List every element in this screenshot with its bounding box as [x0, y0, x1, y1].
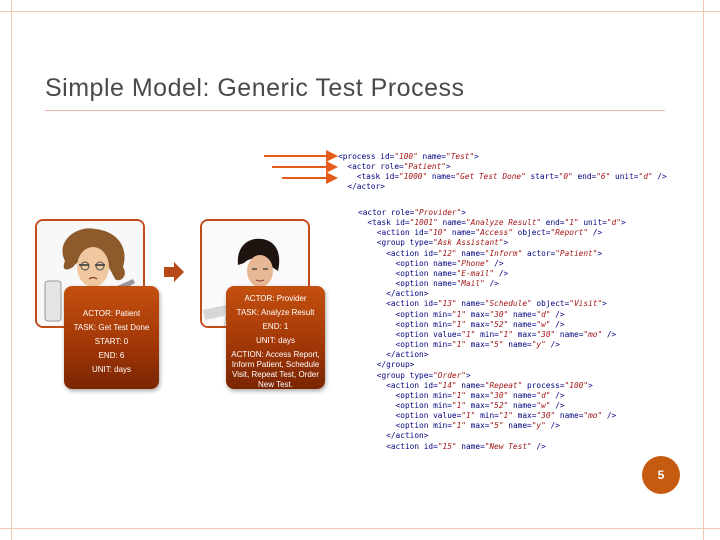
xml-code-block-provider: <actor role="Provider"> <task id="1001" … [358, 208, 626, 452]
xml-code-block-process: <process id="100" name="Test"> <actor ro… [338, 152, 667, 193]
code-line: <task id="1001" name="Analyze Result" en… [358, 218, 626, 228]
code-line: <action id="12" name="Inform" actor="Pat… [358, 248, 603, 258]
code-line: </action> [358, 289, 429, 299]
code-line: </group> [358, 360, 415, 370]
provider-end-label: END: 1 [262, 322, 289, 331]
flow-arrow-icon [164, 262, 184, 282]
slide-title: Simple Model: Generic Test Process [45, 74, 464, 103]
code-line: </action> [358, 350, 429, 360]
code-line: <task id="1000" name="Get Test Done" sta… [338, 172, 667, 182]
code-line: <option min="1" max="30" name="d" /> [358, 309, 565, 319]
patient-unit-label: UNIT: days [91, 365, 132, 374]
provider-action-label: ACTION: Access Report, Inform Patient, S… [231, 350, 320, 389]
code-line: <option min="1" max="5" name="y" /> [358, 421, 560, 431]
code-line: <group type="Order"> [358, 370, 471, 380]
patient-start-label: START: 0 [94, 337, 129, 346]
slide-number-badge: 5 [642, 456, 680, 494]
code-line: <action id="14" name="Repeat" process="1… [358, 380, 593, 390]
code-line: <option min="1" max="52" name="w" /> [358, 319, 565, 329]
provider-unit-label: UNIT: days [255, 336, 296, 345]
code-line: <option name="Mail" /> [358, 279, 499, 289]
code-line: <option value="1" min="1" max="30" name=… [358, 411, 617, 421]
provider-task-label: TASK: Analyze Result [236, 308, 315, 317]
code-line: <group type="Ask Assistant"> [358, 238, 509, 248]
title-underline [45, 110, 665, 111]
code-line: <actor role="Provider"> [358, 208, 466, 217]
code-line: </actor> [338, 182, 385, 192]
code-line: <action id="15" name="New Test" /> [358, 441, 546, 451]
code-line: <action id="13" name="Schedule" object="… [358, 299, 607, 309]
code-line: <option value="1" min="1" max="30" name=… [358, 329, 617, 339]
code-line: <process id="100" name="Test"> [338, 152, 479, 161]
patient-end-label: END: 6 [98, 351, 125, 360]
frame-line-top [0, 11, 720, 12]
code-line: <option min="1" max="52" name="w" /> [358, 400, 565, 410]
code-line: <option min="1" max="5" name="y" /> [358, 340, 560, 350]
frame-line-left [11, 0, 12, 540]
slide-number-text: 5 [657, 468, 665, 482]
code-line: <option min="1" max="30" name="d" /> [358, 390, 565, 400]
code-line: </action> [358, 431, 429, 441]
patient-actor-label: ACTOR: Patient [82, 309, 141, 318]
patient-task-label: TASK: Get Test Done [73, 323, 150, 332]
patient-info-box: ACTOR: Patient TASK: Get Test Done START… [64, 286, 159, 389]
frame-line-right [703, 0, 704, 540]
code-line: <option name="E-mail" /> [358, 268, 509, 278]
frame-line-bottom [0, 528, 720, 529]
code-line: <action id="10" name="Access" object="Re… [358, 228, 603, 238]
pointer-arrows-icon [264, 150, 338, 184]
code-line: <actor role="Patient"> [338, 162, 451, 172]
slide-title-text: Simple Model: Generic Test Process [45, 74, 465, 102]
provider-info-box: ACTOR: Provider TASK: Analyze Result END… [226, 286, 325, 389]
code-line: <option name="Phone" /> [358, 258, 504, 268]
provider-actor-label: ACTOR: Provider [244, 294, 307, 303]
